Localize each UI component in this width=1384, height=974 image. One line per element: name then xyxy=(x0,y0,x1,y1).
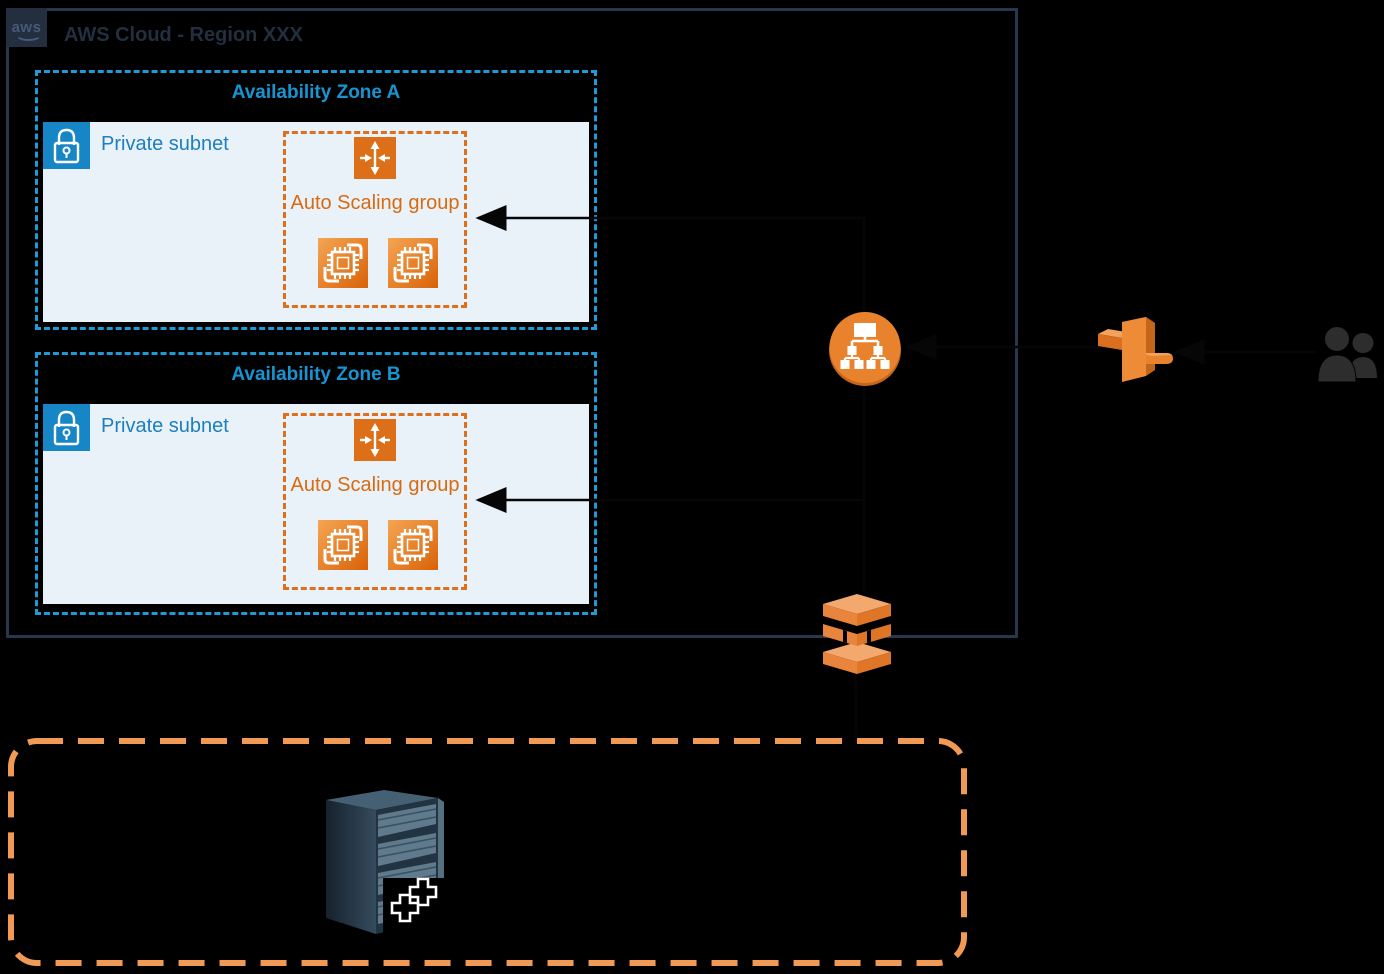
aws-cloud-region-box: aws AWS Cloud - Region XXX xyxy=(6,8,1018,638)
gateway-slab xyxy=(1122,317,1155,382)
private-subnet-a-label: Private subnet xyxy=(101,133,229,155)
lock-glyph xyxy=(53,128,80,164)
server-rack-icon xyxy=(326,790,445,934)
ec2-glyph xyxy=(318,520,368,570)
availability-zone-a-title: Availability Zone A xyxy=(231,82,401,103)
stack-top-slab xyxy=(823,594,891,626)
gateway-right-beam xyxy=(1146,353,1173,364)
aws-cloud-icon: aws xyxy=(6,8,47,47)
auto-scaling-icon xyxy=(354,137,396,179)
internet-gateway-icon xyxy=(1098,317,1173,382)
ec2-instance-icon xyxy=(318,520,368,570)
ec2-glyph xyxy=(318,238,368,288)
stack-bottom-slab xyxy=(823,642,891,674)
lock-glyph xyxy=(53,410,80,446)
layered-stack-icon xyxy=(823,594,891,674)
users-icon xyxy=(1317,326,1377,383)
auto-scaling-group-b-label: Auto Scaling group xyxy=(290,474,460,496)
stack-middle-slab xyxy=(823,624,891,646)
ec2-glyph xyxy=(388,520,438,570)
connector-elb-to-asg-b xyxy=(475,364,866,513)
private-subnet-b-label: Private subnet xyxy=(101,415,229,437)
aws-logo-swoosh-icon xyxy=(15,28,42,41)
auto-scaling-group-b-box: Auto Scaling group xyxy=(283,413,467,590)
corporate-datacenter-box xyxy=(8,738,967,966)
region-title: AWS Cloud - Region XXX xyxy=(64,24,303,46)
auto-scaling-group-a-label: Auto Scaling group xyxy=(290,192,460,214)
ec2-instance-icon xyxy=(388,238,438,288)
virtual-machine-icon xyxy=(390,877,438,923)
connector-elb-to-asg-a xyxy=(475,205,866,330)
ec2-glyph xyxy=(388,238,438,288)
lock-icon xyxy=(43,122,90,169)
ec2-instance-icon xyxy=(388,520,438,570)
lock-icon xyxy=(43,404,90,451)
auto-scaling-glyph xyxy=(354,419,396,461)
auto-scaling-group-a-box: Auto Scaling group xyxy=(283,131,467,308)
availability-zone-b-title: Availability Zone B xyxy=(231,364,401,385)
ec2-instance-icon xyxy=(318,238,368,288)
elastic-load-balancer-icon xyxy=(829,312,901,386)
auto-scaling-icon xyxy=(354,419,396,461)
auto-scaling-glyph xyxy=(354,137,396,179)
